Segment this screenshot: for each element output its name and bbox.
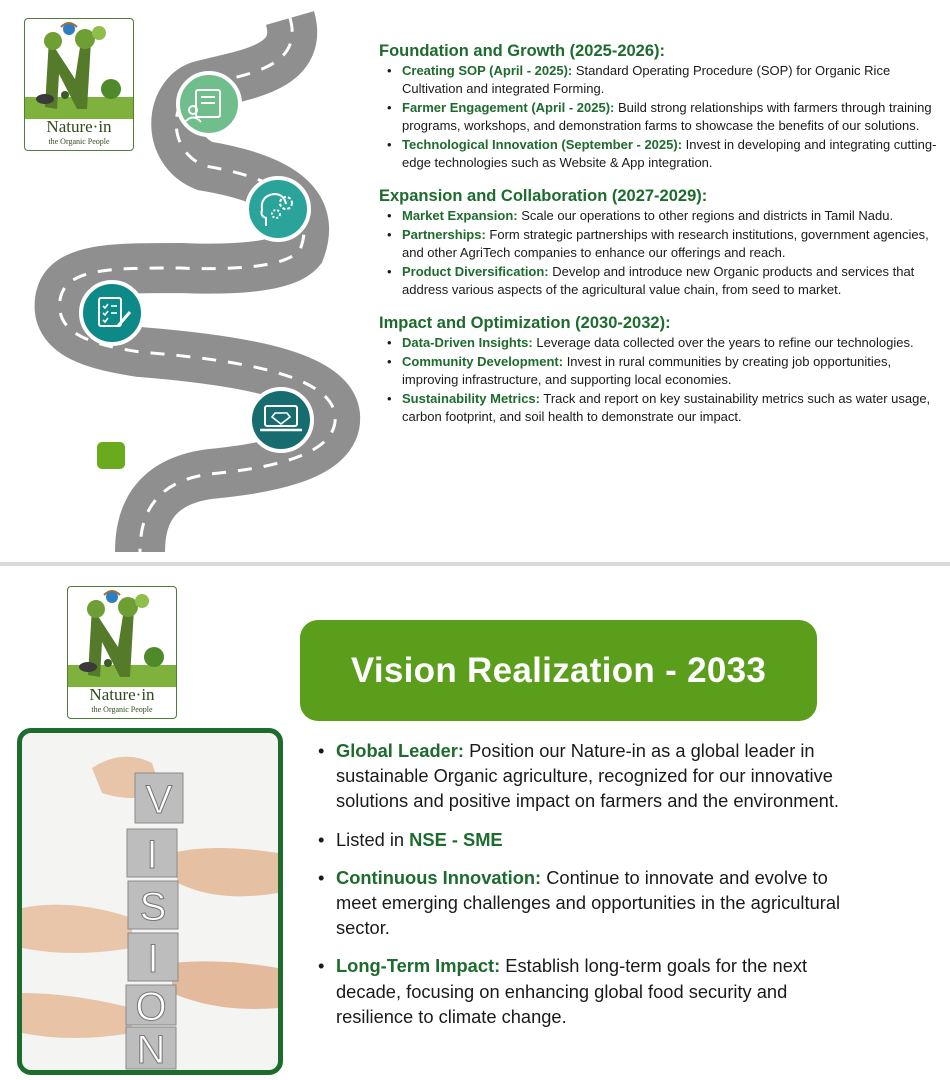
item-prefix: Listed in — [336, 828, 410, 850]
phase-impact: Impact and Optimization (2030-2032): Dat… — [379, 312, 939, 426]
item-label: Data-Driven Insights: — [402, 335, 533, 351]
vision-item: Global Leader: Position our Nature-in as… — [318, 738, 848, 814]
phase-title: Expansion and Collaboration (2027-2029): — [379, 187, 708, 206]
nature-in-logo: Nature·in the Organic People — [24, 18, 134, 151]
item-label: Farmer Engagement (April - 2025): — [402, 99, 615, 115]
logo-tagline: the Organic People — [48, 137, 110, 146]
phase-item: Partnerships: Form strategic partnership… — [387, 226, 939, 263]
photo-letter: I — [146, 833, 157, 877]
item-text: Establish long-term goals for the next d… — [336, 955, 808, 1027]
item-text: Form strategic partnerships with researc… — [402, 226, 929, 261]
phase-item: Community Development: Invest in rural c… — [387, 353, 939, 390]
vision-item: Long-Term Impact: Establish long-term go… — [318, 953, 848, 1029]
item-label: NSE - SME — [409, 828, 503, 850]
roadmap-timeline: Foundation and Growth (2025-2026): Creat… — [379, 40, 939, 440]
milestone-head-gears-icon — [245, 176, 311, 242]
roadmap-page: Nature·in the Organic People Foundation … — [0, 0, 950, 562]
item-label: Sustainability Metrics: — [402, 390, 540, 406]
vision-page: Nature·in the Organic People Vision Real… — [0, 566, 950, 1080]
photo-letter: O — [135, 985, 166, 1029]
item-text: Develop and introduce new Organic produc… — [402, 263, 915, 298]
item-label: Partnerships: — [402, 226, 486, 242]
vision-blocks-photo: V I S I O N — [17, 728, 283, 1075]
photo-letter: I — [147, 937, 158, 981]
phase-expansion: Expansion and Collaboration (2027-2029):… — [379, 185, 939, 299]
item-label: Community Development: — [402, 353, 564, 369]
vision-list: Global Leader: Position our Nature-in as… — [318, 738, 848, 1042]
photo-letter: S — [140, 885, 167, 929]
phase-title: Impact and Optimization (2030-2032): — [379, 314, 671, 333]
item-text: Invest in rural communities by creating … — [402, 353, 892, 388]
milestone-checklist-pen-icon — [79, 280, 145, 346]
phase-item: Market Expansion: Scale our operations t… — [387, 207, 939, 226]
item-label: Technological Innovation (September - 20… — [402, 136, 683, 152]
winding-road-illustration — [34, 11, 360, 553]
phase-title: Foundation and Growth (2025-2026): — [379, 42, 666, 60]
logo-wordmark: Nature·in — [89, 685, 155, 704]
phase-item: Farmer Engagement (April - 2025): Build … — [387, 99, 939, 136]
vision-banner: Vision Realization - 2033 — [300, 620, 817, 721]
photo-letter: V — [146, 778, 173, 822]
item-text: Track and report on key sustainability m… — [402, 390, 931, 425]
logo-wordmark: Nature·in — [46, 117, 112, 136]
item-text: Build strong relationships with farmers … — [402, 99, 932, 134]
item-label: Continuous Innovation: — [336, 866, 542, 888]
vision-blocks-graphic: V I S I O N — [22, 756, 278, 1070]
item-text: Leverage data collected over the years t… — [532, 335, 914, 351]
logo-tree-n-graphic — [68, 590, 176, 687]
phase-item: Product Diversification: Develop and int… — [387, 263, 939, 300]
vision-title: Vision Realization - 2033 — [350, 650, 767, 690]
decorative-green-square — [97, 442, 125, 469]
logo-tagline: the Organic People — [91, 705, 153, 714]
logo-tree-n-graphic — [25, 22, 133, 119]
photo-letter: N — [137, 1028, 166, 1070]
phase-foundation: Foundation and Growth (2025-2026): Creat… — [379, 40, 939, 172]
item-label: Market Expansion: — [402, 208, 518, 224]
item-label: Global Leader: — [336, 740, 464, 761]
vision-item: Continuous Innovation: Continue to innov… — [318, 865, 848, 941]
item-text: Standard Operating Procedure (SOP) for O… — [402, 63, 891, 97]
vision-item: Listed in NSE - SME — [318, 827, 848, 852]
phase-item: Technological Innovation (September - 20… — [387, 136, 939, 173]
phase-item: Sustainability Metrics: Track and report… — [387, 390, 939, 427]
item-text: Scale our operations to other regions an… — [517, 208, 894, 224]
item-text: Position our Nature-in as a global leade… — [336, 740, 840, 812]
item-label: Creating SOP (April - 2025): — [402, 63, 573, 78]
page-divider — [0, 562, 950, 566]
item-text: Continue to innovate and evolve to meet … — [336, 866, 841, 939]
phase-item: Creating SOP (April - 2025): Standard Op… — [387, 62, 939, 99]
item-label: Long-Term Impact: — [336, 955, 501, 977]
nature-in-logo: Nature·in the Organic People — [67, 586, 177, 719]
phase-item: Data-Driven Insights: Leverage data coll… — [387, 334, 939, 353]
milestone-document-person-icon — [176, 71, 242, 137]
milestone-laptop-diamond-icon — [248, 387, 314, 453]
item-text: Invest in developing and integrating cut… — [402, 136, 937, 171]
item-label: Product Diversification: — [402, 263, 549, 279]
